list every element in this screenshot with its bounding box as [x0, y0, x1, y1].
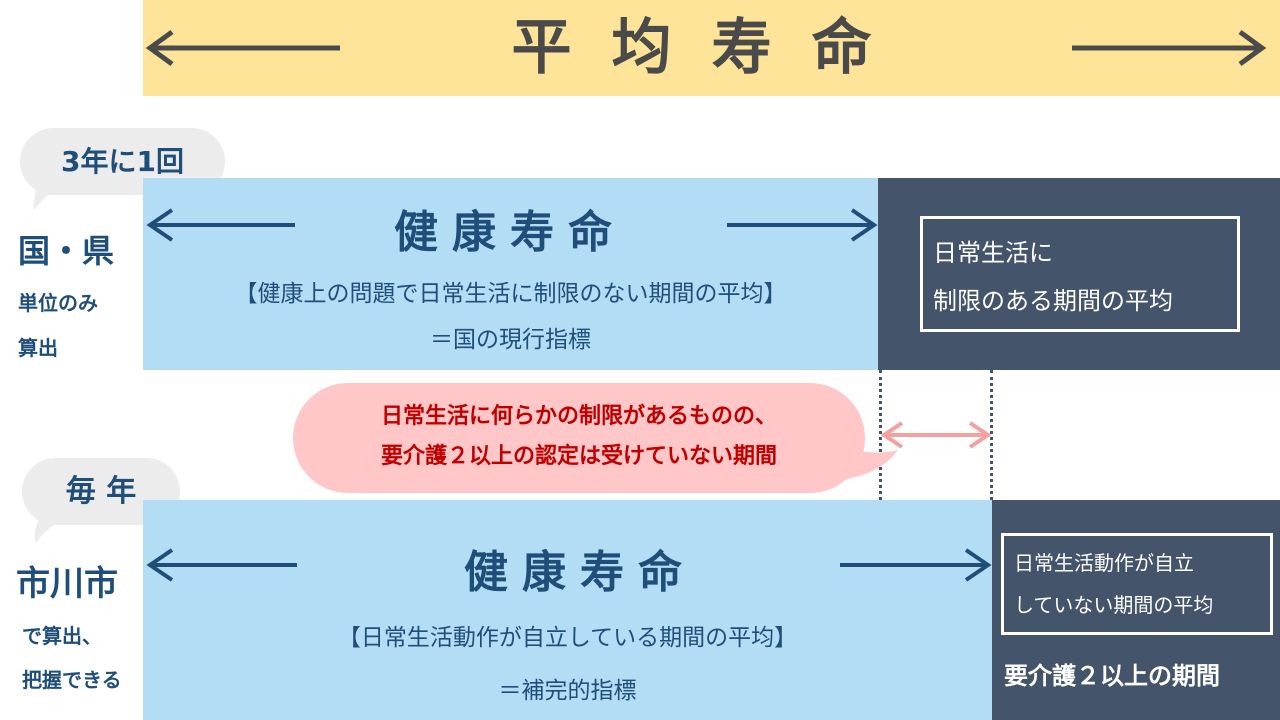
scope-line1-bottom: で算出、 [22, 624, 102, 648]
gap-note-line1: 日常生活に何らかの制限があるものの、 [380, 404, 777, 429]
indicator-top: ＝国の現行指標 [430, 327, 591, 353]
banner-left-arrow-icon [145, 29, 340, 67]
dependent-period-label: 日常生活動作が自立 していない期間の平均 [1001, 533, 1273, 635]
left-arrow-icon [146, 548, 297, 582]
scope-line2-bottom: 把握できる [22, 668, 122, 692]
limited-period-box [878, 178, 1280, 370]
scope-line1-top: 単位のみ [18, 291, 98, 315]
dependent-period-box [992, 500, 1280, 720]
scope-line2-top: 算出 [18, 336, 58, 360]
right-arrow-icon [840, 548, 992, 582]
healthy-life-title-bottom: 健康寿命 [464, 547, 696, 598]
indicator-bottom: ＝補完的指標 [498, 678, 637, 704]
definition-bottom: 【日常生活動作が自立している期間の平均】 [337, 625, 798, 651]
average-lifespan-title: 平均寿命 [511, 13, 912, 83]
scope-title-top: 国・県 [18, 232, 115, 270]
definition-top: 【健康上の問題で日常生活に制限のない期間の平均】 [234, 281, 787, 307]
banner-right-arrow-icon [1072, 29, 1267, 67]
dependent-line1: 日常生活動作が自立 [1014, 551, 1194, 575]
scope-title-bottom: 市川市 [16, 564, 118, 604]
left-arrow-icon [146, 208, 295, 242]
care-level-label: 要介護２以上の期間 [1004, 662, 1220, 690]
gap-note-line2: 要介護２以上の認定は受けていない期間 [380, 444, 777, 469]
limited-line2: 制限のある期間の平均 [933, 287, 1173, 315]
right-arrow-icon [727, 208, 878, 242]
healthy-life-expectancy-box-national [143, 178, 878, 370]
limited-line1: 日常生活に [933, 239, 1053, 267]
healthy-life-expectancy-box-city [143, 500, 992, 720]
healthy-life-title-top: 健康寿命 [394, 207, 626, 258]
double-arrow-icon [880, 421, 992, 449]
frequency-bubble-top: 3年に1回 [20, 128, 225, 195]
dependent-line2: していない期間の平均 [1014, 593, 1214, 617]
limited-period-label: 日常生活に 制限のある期間の平均 [920, 216, 1240, 332]
gap-note-bubble: 日常生活に何らかの制限があるものの、 要介護２以上の認定は受けていない期間 [293, 383, 865, 493]
